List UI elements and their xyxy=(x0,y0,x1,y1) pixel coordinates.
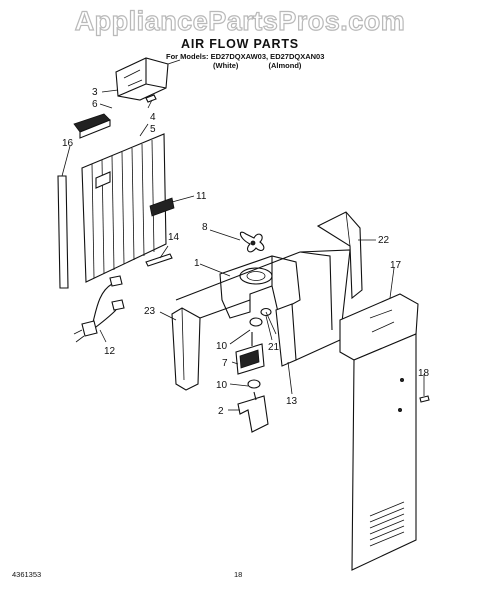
part-side-baffle-23 xyxy=(171,307,201,391)
label-part-6: 6 xyxy=(92,99,98,110)
models-line: For Models: ED27DQXAW03, ED27DQXAN03 xyxy=(166,52,325,61)
part-clip-11 xyxy=(149,197,175,217)
part-grommet-10-lower xyxy=(247,379,261,389)
part-screw-18 xyxy=(419,395,430,403)
watermark-logo: AppliancePartsPros.com xyxy=(74,5,406,36)
page-number: 18 xyxy=(234,570,243,579)
model-variants: (White) (Almond) xyxy=(213,61,333,70)
label-part-4: 4 xyxy=(150,112,156,123)
part-fan-motor-7 xyxy=(235,332,265,375)
label-part-22: 22 xyxy=(378,235,390,246)
part-tube-16 xyxy=(57,175,69,289)
variant-almond: (Almond) xyxy=(268,61,302,70)
part-duct-assembly xyxy=(175,249,351,361)
variant-white: (White) xyxy=(213,61,239,70)
label-part-7: 7 xyxy=(222,358,228,369)
part-thermistor-14 xyxy=(145,253,173,267)
label-part-5: 5 xyxy=(150,124,156,135)
label-part-2: 2 xyxy=(218,406,224,417)
label-part-18: 18 xyxy=(418,368,430,379)
label-part-10-upper: 10 xyxy=(216,341,228,352)
label-part-8: 8 xyxy=(202,222,208,233)
label-part-3: 3 xyxy=(92,87,98,98)
part-seal-13 xyxy=(275,303,297,367)
document-code: 4361353 xyxy=(12,570,42,579)
label-part-13: 13 xyxy=(286,396,298,407)
label-part-10-lower: 10 xyxy=(216,380,228,391)
label-part-17: 17 xyxy=(390,260,402,271)
label-part-1: 1 xyxy=(194,258,200,269)
part-grommet-10-upper xyxy=(249,317,263,327)
part-motor-bracket-2 xyxy=(237,391,269,433)
label-part-12: 12 xyxy=(104,346,116,357)
part-deflector-22 xyxy=(316,211,363,300)
label-part-21: 21 xyxy=(268,342,280,353)
part-screw-4 xyxy=(145,94,157,103)
part-number-labels: 3 6 4 5 16 11 14 8 1 22 17 23 12 10 7 21… xyxy=(62,87,430,417)
part-fan-blade-8 xyxy=(239,231,265,253)
label-part-16: 16 xyxy=(62,138,74,149)
label-part-23: 23 xyxy=(144,306,156,317)
part-air-duct-panel-17 xyxy=(339,293,419,571)
leader-lines xyxy=(61,89,425,411)
label-part-14: 14 xyxy=(168,232,180,243)
part-bracket-6 xyxy=(73,113,111,139)
part-evaporator-cover xyxy=(81,133,167,283)
part-air-duct-housing xyxy=(115,57,181,101)
page-title: AIR FLOW PARTS xyxy=(181,37,299,51)
part-grommet-21 xyxy=(260,307,277,335)
label-part-11: 11 xyxy=(196,191,207,202)
part-wire-harness-12 xyxy=(73,275,125,343)
